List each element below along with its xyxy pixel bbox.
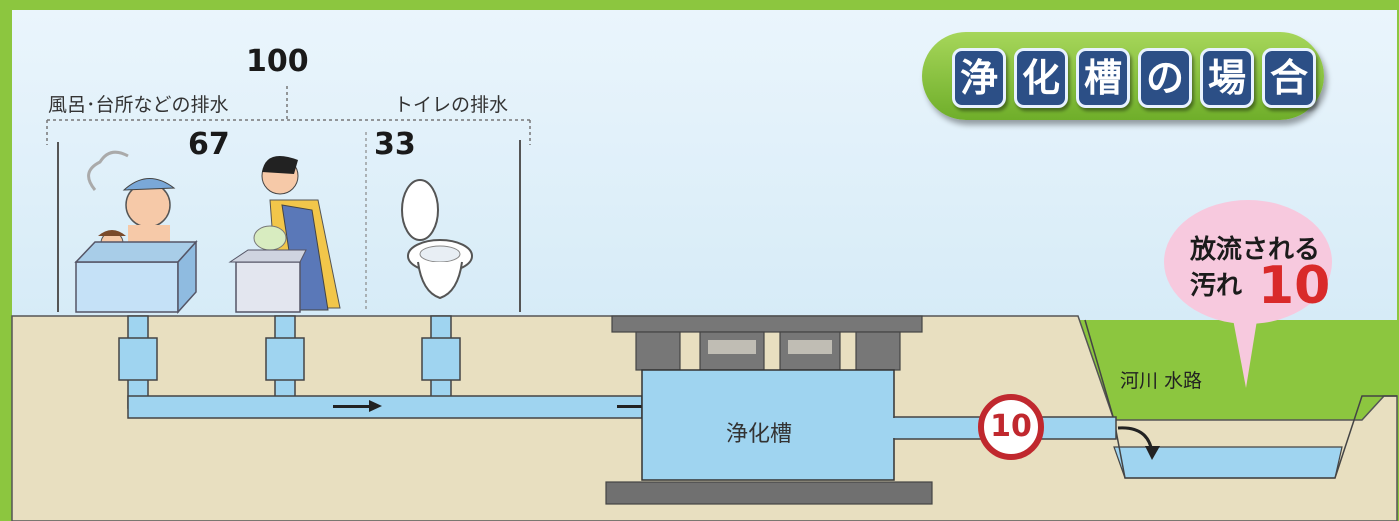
river-bank	[1084, 319, 1397, 479]
bracket-ends	[46, 120, 531, 145]
badge-value: 10	[990, 409, 1032, 444]
tank-label: 浄化槽	[726, 422, 793, 447]
discharge-label-line1: 放流される	[1190, 235, 1321, 265]
title-char: 場	[1200, 48, 1254, 108]
discharge-label: 放流される 汚れ	[1190, 232, 1320, 304]
title-char: 槽	[1076, 48, 1130, 108]
discharge-label-line2: 汚れ	[1190, 271, 1243, 301]
discharge-value: 10	[1258, 256, 1331, 316]
tank-base	[605, 481, 933, 505]
title-char: 合	[1262, 48, 1316, 108]
pollution-badge	[978, 394, 1044, 460]
septic-tank	[641, 369, 895, 481]
title-char: の	[1138, 48, 1192, 108]
title-char: 浄	[952, 48, 1006, 108]
toilet-label: トイレの排水	[394, 94, 509, 116]
main-pipe-fill	[138, 397, 633, 417]
title-char: 化	[1014, 48, 1068, 108]
kitchen-sink-icon	[228, 156, 341, 313]
bath-kitchen-value: 67	[188, 127, 230, 162]
discharge-bubble	[1164, 200, 1332, 388]
bath-kitchen-label: 風呂･台所などの排水	[48, 94, 229, 116]
toilet-icon	[401, 179, 473, 300]
toilet-value: 33	[374, 127, 416, 162]
river-label: 河川 水路	[1120, 370, 1203, 392]
house-walls	[57, 140, 521, 312]
bathtub-icon	[74, 150, 198, 314]
total-value: 100	[246, 44, 309, 79]
page-title: 浄 化 槽 の 場 合	[952, 48, 1316, 108]
drain-pipes	[118, 315, 461, 409]
